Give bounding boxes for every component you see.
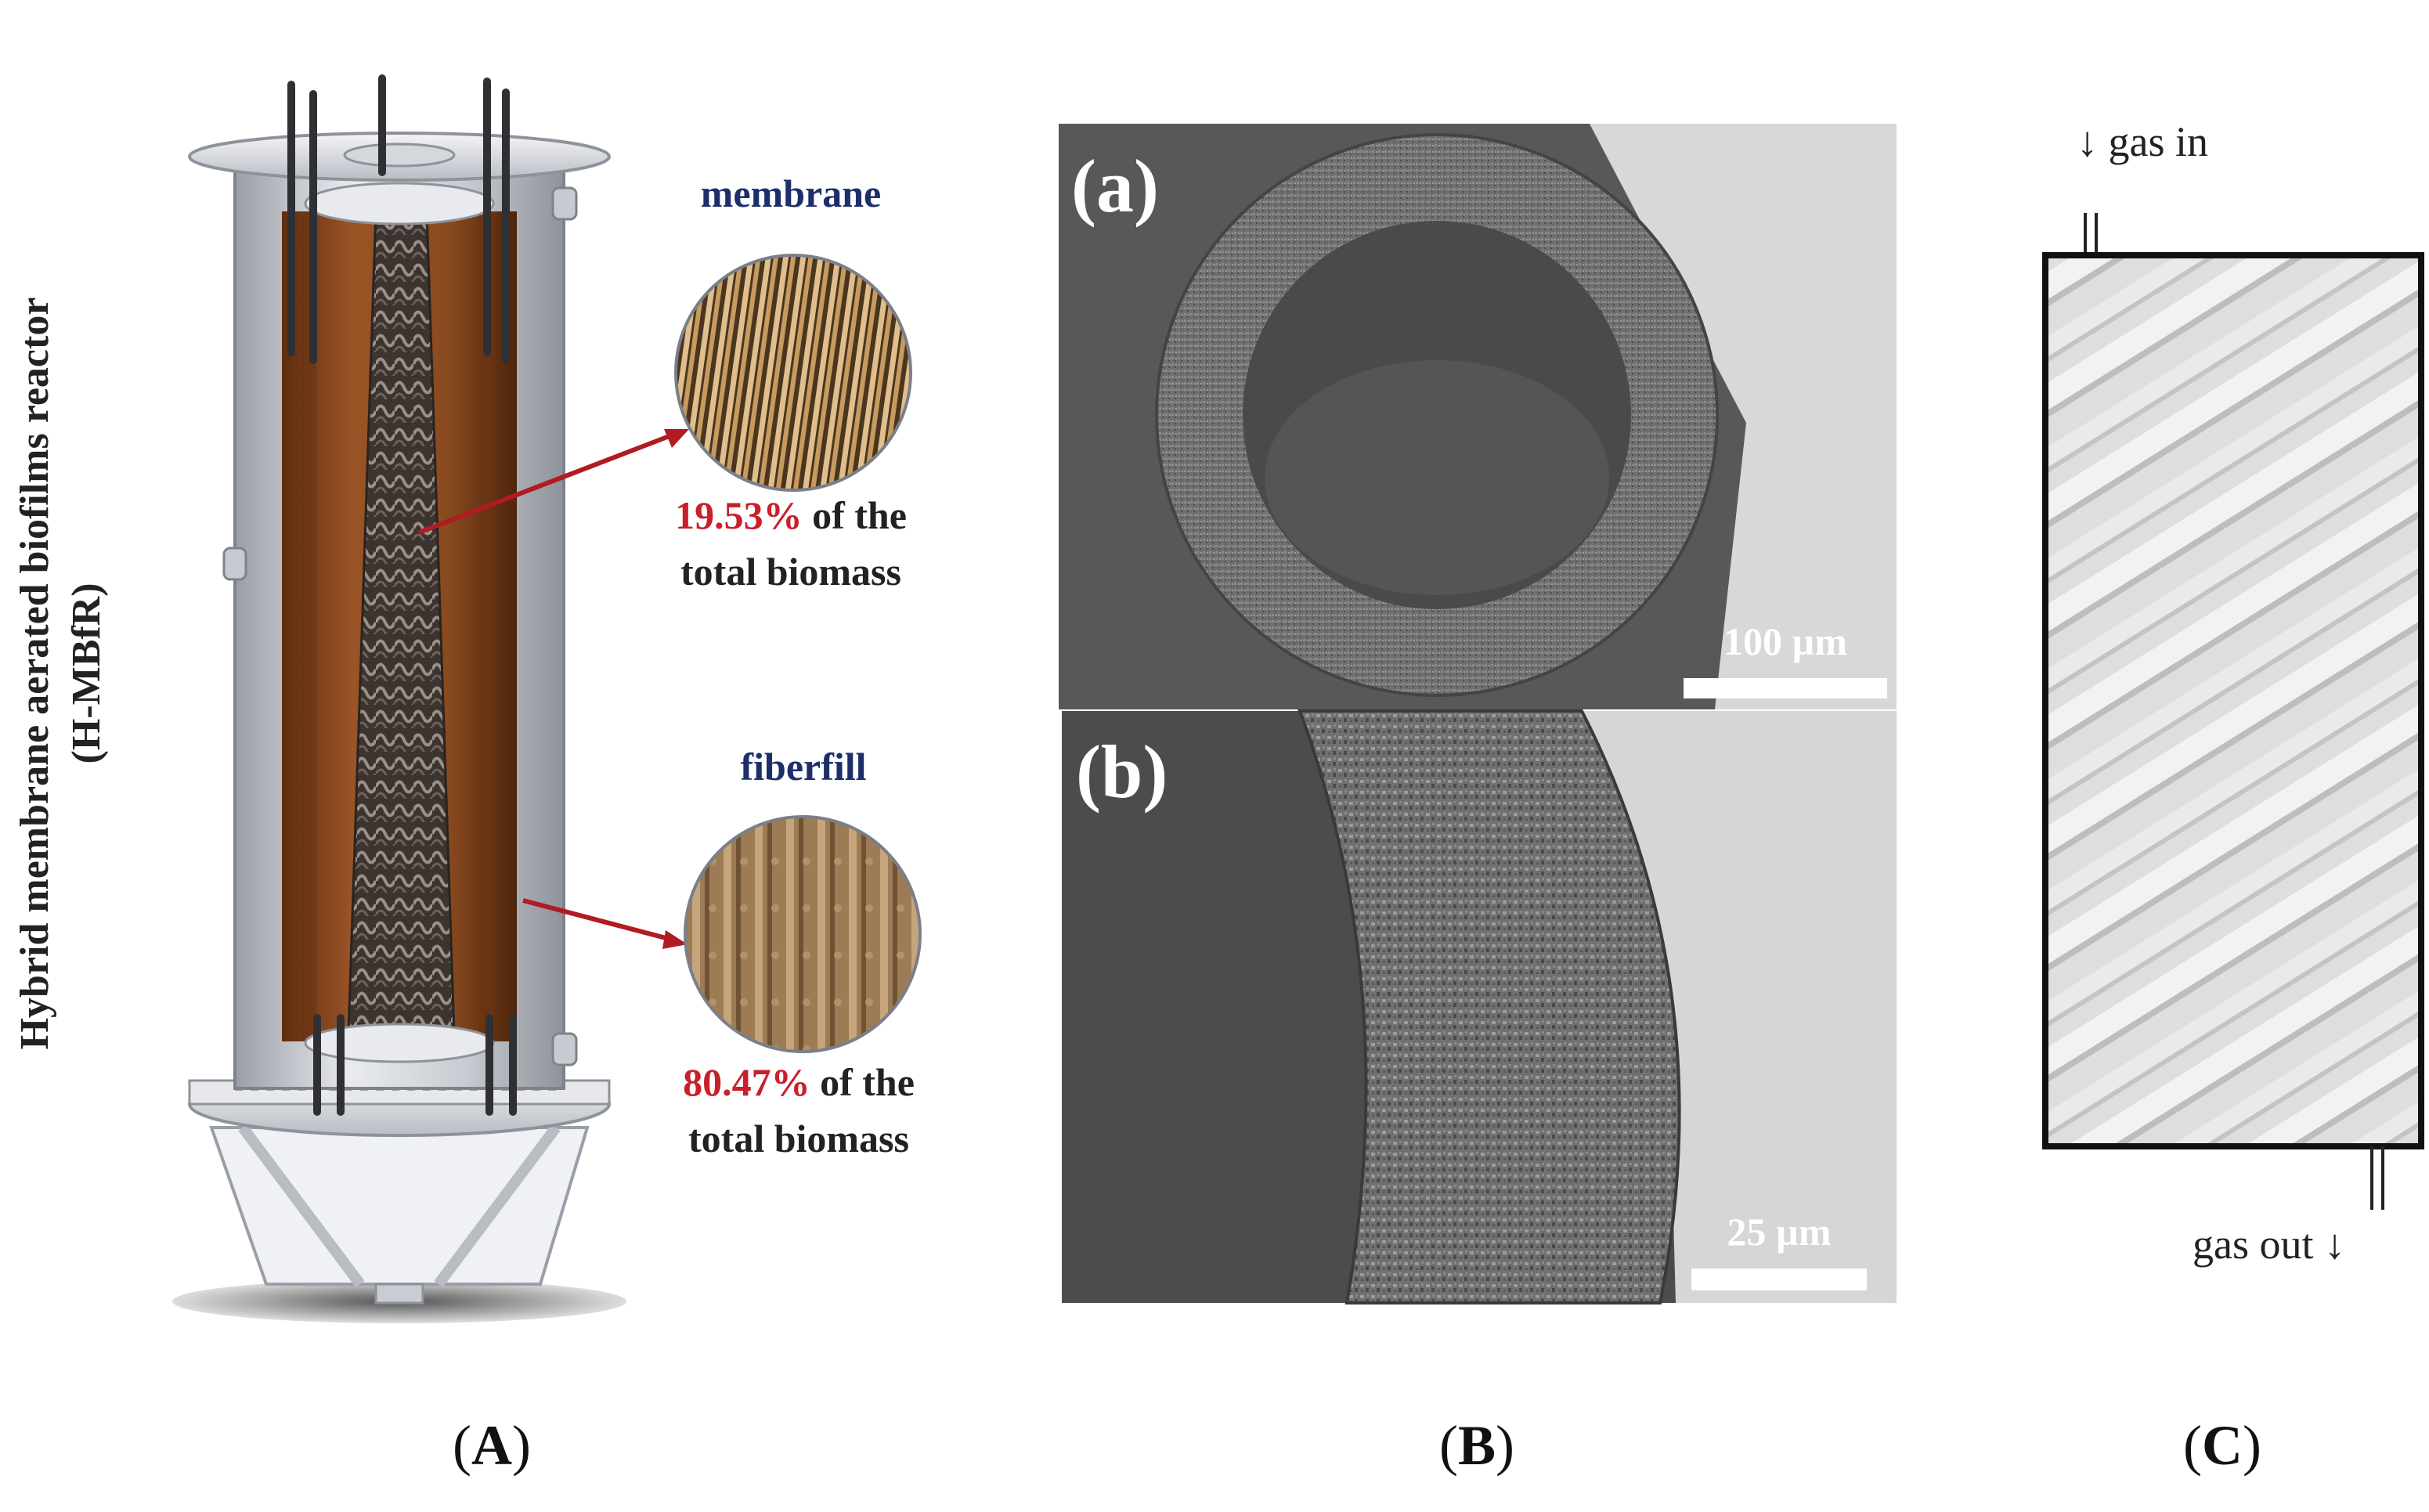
reactor-illustration [172, 74, 626, 1323]
membrane-inset [674, 254, 912, 492]
membrane-text-tail: of the [812, 493, 907, 537]
membrane-title: membrane [700, 171, 882, 215]
gas-out-label: gas out ↓ [2193, 1220, 2345, 1268]
membrane-arrow [417, 432, 675, 535]
scale-text-a: 100 µm [1723, 619, 1847, 663]
callout-arrows [417, 429, 689, 949]
fiberfill-title: fiberfill [740, 745, 867, 788]
reactor-rods [287, 74, 517, 1116]
fiberfill-stat: 80.47% of the total biomass [634, 1054, 963, 1167]
gas-out-arrow-icon: ↓ [2324, 1221, 2345, 1268]
fiberfill-percent: 80.47% [683, 1060, 810, 1104]
gas-module [2042, 213, 2424, 1210]
reactor-stand-legs [238, 1124, 561, 1288]
panel-letter-b: (B) [1439, 1414, 1514, 1477]
sem-image-a [1059, 124, 1897, 709]
scale-text-b: 25 µm [1727, 1210, 1832, 1254]
gas-in-label: ↓ gas in [2077, 117, 2208, 166]
gas-out-text: gas out [2193, 1221, 2314, 1268]
membrane-stat: 19.53% of the total biomass [626, 487, 955, 600]
reactor-title-line2: (H-MBfR) [64, 583, 109, 764]
fiberfill-text-line2: total biomass [688, 1117, 909, 1160]
side-port-top [551, 186, 578, 221]
scale-bar-a [1684, 678, 1887, 698]
side-port-middle [222, 547, 247, 581]
fiberfill-arrow [522, 898, 673, 942]
gas-in-arrow-icon: ↓ [2077, 118, 2098, 165]
side-port-bottom [551, 1032, 578, 1066]
sem-image-b [1062, 709, 1897, 1305]
gas-in-text: gas in [2108, 118, 2209, 165]
reactor-outlet [374, 1283, 424, 1305]
reactor-stand [209, 1126, 590, 1286]
fiberfill-inset [684, 815, 922, 1053]
reactor-title-line1: Hybrid membrane aerated biofilms reactor [13, 297, 57, 1050]
fiberfill-text-tail: of the [820, 1060, 915, 1104]
panel-letter-c: (C) [2183, 1414, 2261, 1477]
sem-label-b: (b) [1076, 730, 1168, 814]
scale-bar-b [1691, 1268, 1867, 1290]
sem-label-a: (a) [1071, 144, 1159, 228]
membrane-percent: 19.53% [675, 493, 803, 537]
reactor-vertical-title: Hybrid membrane aerated biofilms reactor… [9, 219, 150, 1128]
membrane-text-line2: total biomass [680, 550, 901, 594]
panel-letter-a: (A) [453, 1414, 531, 1477]
textile-membrane-module [2042, 252, 2424, 1149]
